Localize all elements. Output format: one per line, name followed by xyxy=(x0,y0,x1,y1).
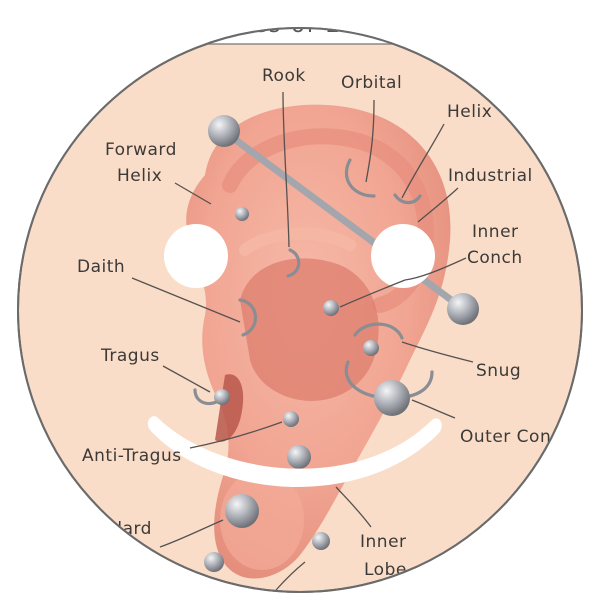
label-inner-conch-1: Inner xyxy=(472,222,519,242)
industrial-ball-bottom-icon xyxy=(447,293,479,325)
snug-stud-icon xyxy=(363,340,379,356)
helix-ring-icon xyxy=(393,193,422,205)
leader-lines xyxy=(131,91,474,591)
label-forward-helix-1: Forward xyxy=(105,140,177,160)
label-forward-helix-2: Helix xyxy=(117,166,162,186)
ear-canal xyxy=(215,374,244,442)
industrial-ball-top-icon xyxy=(208,115,240,147)
page-title: ...es of Ea... xyxy=(226,13,384,38)
label-inner-lobe-2: Lobe xyxy=(364,560,407,580)
right-white-dot xyxy=(371,224,435,288)
label-standard: ndard xyxy=(100,519,152,539)
orbital-ring-icon xyxy=(344,158,376,198)
left-white-dot xyxy=(164,224,228,288)
lower-lobe-stud-icon xyxy=(204,552,224,572)
label-rook: Rook xyxy=(262,66,306,86)
label-helix: Helix xyxy=(447,102,492,122)
label-inner-lobe-1: Inner xyxy=(360,532,407,552)
label-snug: Snug xyxy=(476,361,521,381)
title-banner xyxy=(169,28,441,45)
label-anti-tragus: Anti-Tragus xyxy=(82,446,182,466)
label-orbital: Orbital xyxy=(341,73,402,93)
snug-ring-icon xyxy=(353,322,404,340)
lobe-stud-upper-icon xyxy=(287,445,311,469)
daith-ring-icon xyxy=(238,298,258,337)
outer-conch-stud-icon xyxy=(374,380,410,416)
ear-conch-bowl xyxy=(240,258,379,401)
rook-ring-icon xyxy=(286,248,301,278)
label-outer-conch: Outer Con xyxy=(460,427,551,447)
white-smile-band xyxy=(147,416,442,487)
anti-tragus-stud-icon xyxy=(283,411,299,427)
frame-outline xyxy=(17,27,583,593)
label-daith: Daith xyxy=(77,257,125,277)
forward-helix-stud-icon xyxy=(235,207,249,221)
tragus-stud-icon xyxy=(214,389,230,405)
inner-conch-stud-icon xyxy=(323,300,339,316)
label-industrial: Industrial xyxy=(448,166,533,186)
label-tragus: Tragus xyxy=(100,346,160,366)
standard-lobe-stud-icon xyxy=(225,494,259,528)
ear-antihelix xyxy=(239,227,356,256)
label-inner-conch-2: Conch xyxy=(467,248,523,268)
inner-lobe-stud-icon xyxy=(312,532,330,550)
